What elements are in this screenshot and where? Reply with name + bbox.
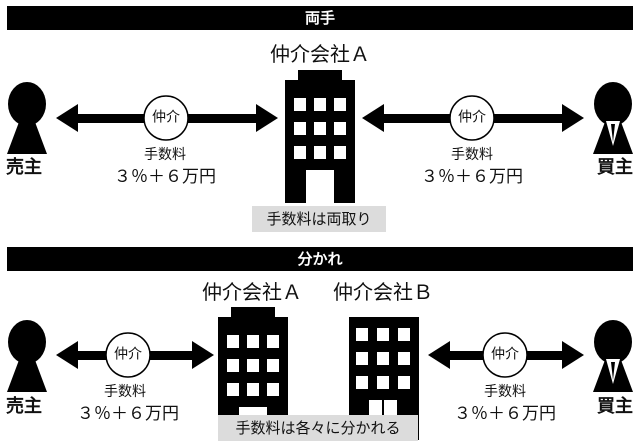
company-a-label: 仲介会社Ａ (202, 280, 302, 304)
section-title-ryote: 両手 (7, 6, 633, 30)
fee-label: 手数料 (144, 147, 186, 163)
brokerage-label: 仲介 (114, 346, 142, 363)
brokerage-circle (449, 95, 495, 141)
brokerage-label: 仲介 (152, 109, 180, 126)
fee-amount: ３％＋６万円 (77, 404, 179, 424)
brokerage-circle (482, 332, 528, 378)
fee-amount: ３％＋６万円 (421, 167, 523, 187)
seller-label: 売主 (6, 157, 42, 178)
fee-label: 手数料 (451, 147, 493, 163)
buyer-figure-1 (593, 82, 633, 154)
fee-note: 手数料は各々に分かれる (218, 415, 418, 441)
company-b-label: 仲介会社Ｂ (333, 280, 433, 304)
seller-figure-1 (7, 82, 47, 154)
building-company-a-1 (285, 70, 355, 203)
brokerage-label: 仲介 (458, 109, 486, 126)
fee-label: 手数料 (104, 384, 146, 400)
brokerage-label: 仲介 (491, 346, 519, 363)
buyer-label: 買主 (597, 396, 633, 417)
seller-figure-2 (7, 320, 47, 392)
buyer-figure-2 (593, 320, 633, 392)
brokerage-circle (143, 95, 189, 141)
section-title-wakare: 分かれ (7, 247, 633, 271)
brokerage-circle (105, 332, 151, 378)
fee-amount: ３％＋６万円 (114, 167, 216, 187)
fee-label: 手数料 (484, 384, 526, 400)
company-a-label: 仲介会社Ａ (270, 42, 370, 66)
buyer-label: 買主 (597, 157, 633, 178)
fee-note: 手数料は両取り (252, 206, 386, 232)
seller-label: 売主 (6, 396, 42, 417)
fee-amount: ３％＋６万円 (454, 404, 556, 424)
